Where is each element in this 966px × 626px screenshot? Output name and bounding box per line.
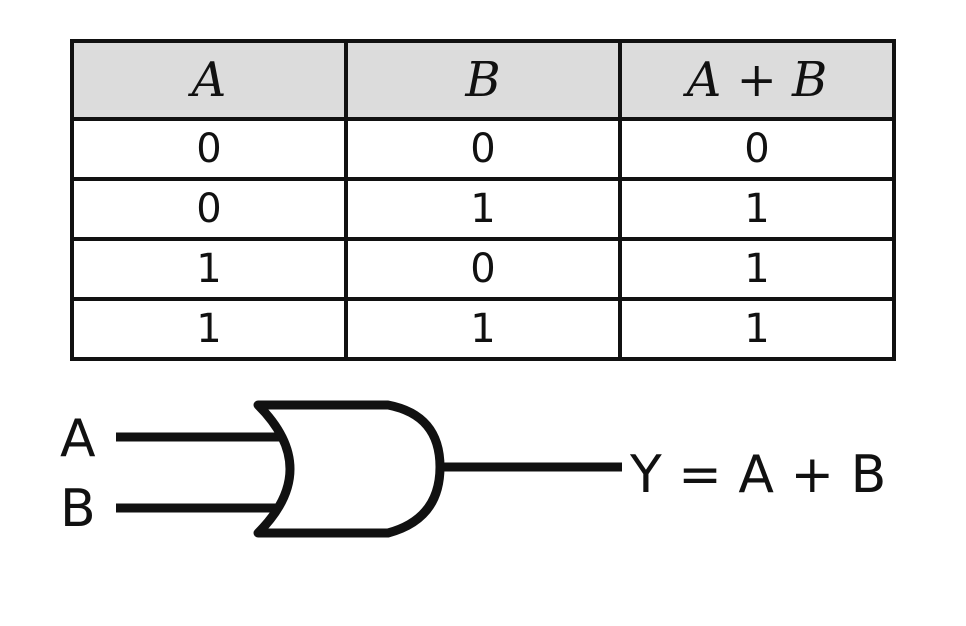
table-cell: 1 [618, 297, 896, 361]
table-cell: 0 [344, 117, 622, 181]
table-row: 1 1 1 [70, 297, 896, 361]
or-gate-symbol [253, 400, 445, 538]
or-gate-diagram: A B Y = A + B [60, 400, 886, 539]
truth-table: A B A + B 0 0 0 0 1 1 1 0 1 1 1 1 [70, 39, 896, 361]
table-cell: 1 [618, 177, 896, 241]
input-b-label: B [60, 479, 96, 539]
table-row: 1 0 1 [70, 237, 896, 301]
table-row: 0 0 0 [70, 117, 896, 181]
table-cell: 1 [344, 297, 622, 361]
table-cell: 0 [344, 237, 622, 301]
input-a-label: A [60, 409, 96, 469]
table-row: 0 1 1 [70, 177, 896, 241]
table-cell: 0 [70, 117, 348, 181]
table-cell: 0 [70, 177, 348, 241]
table-cell: 0 [618, 117, 896, 181]
table-header-row: A B A + B [70, 39, 896, 121]
table-cell: 1 [618, 237, 896, 301]
output-label: Y = A + B [629, 445, 886, 505]
table-cell: 1 [70, 297, 348, 361]
header-cell-b: B [344, 39, 622, 121]
table-cell: 1 [344, 177, 622, 241]
header-cell-a: A [70, 39, 348, 121]
header-cell-a-plus-b: A + B [618, 39, 896, 121]
table-cell: 1 [70, 237, 348, 301]
